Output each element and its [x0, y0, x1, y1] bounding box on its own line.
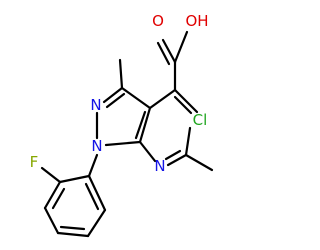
- bond-ph-c4-c5-double: [59, 225, 86, 231]
- bond-carboxyl-o: [161, 38, 177, 64]
- bond-n2-c3: [102, 86, 124, 104]
- bond-ph-c2-f: [40, 166, 62, 184]
- bond-c6-n7: [166, 153, 188, 167]
- atom-label-hydroxyl: OH: [185, 12, 208, 30]
- bond-ph-c3-c4: [43, 206, 60, 235]
- bond-n7-c7a: [138, 140, 157, 163]
- bond-c4-c5-double: [173, 95, 193, 115]
- atom-label-chlorine: Cl: [193, 111, 208, 129]
- atom-label-pyrazole-n1: N: [91, 137, 102, 155]
- bond-c4-c5: [173, 88, 199, 114]
- bond-ph-c4-c5: [56, 231, 90, 238]
- bond-c5-c6: [184, 126, 192, 157]
- bond-ph-c6-c1: [87, 174, 107, 212]
- bond-ph-c6-c1-double: [84, 182, 100, 211]
- bond-c6-n7-double: [164, 149, 182, 161]
- atom-label-pyridine-n: N: [154, 157, 165, 175]
- bond-n2-c3-double: [105, 92, 126, 109]
- atom-label-carbonyl-oxygen: O: [152, 12, 164, 30]
- atom-label-pyrazole-n2: N: [90, 96, 101, 114]
- bond-ph-c5-c6: [86, 208, 107, 238]
- bond-c6-methyl: [184, 153, 214, 172]
- bond-carboxyl-o-double: [156, 41, 171, 66]
- bond-c7a-n1: [104, 140, 142, 147]
- bond-lines: [40, 30, 214, 238]
- bond-ph-c1-c2: [58, 174, 91, 184]
- bond-ph-c2-c3-double: [51, 187, 66, 210]
- bond-c3-methyl: [118, 58, 124, 90]
- atom-label-fluorine: F: [30, 153, 39, 171]
- bond-ph-c2-c3: [43, 180, 62, 210]
- bond-c3a-c7a: [138, 106, 152, 144]
- bond-c3a-c4: [148, 88, 177, 110]
- bond-n1-phenyl: [87, 153, 99, 178]
- chemical-structure-diagram: OH O Cl F N N N: [30, 12, 214, 238]
- bond-c3-c3a: [120, 86, 152, 110]
- bond-carboxyl-oh: [173, 30, 189, 64]
- atom-labels: OH O Cl F N N N: [30, 12, 209, 175]
- bond-c3a-c7a-double: [134, 110, 147, 140]
